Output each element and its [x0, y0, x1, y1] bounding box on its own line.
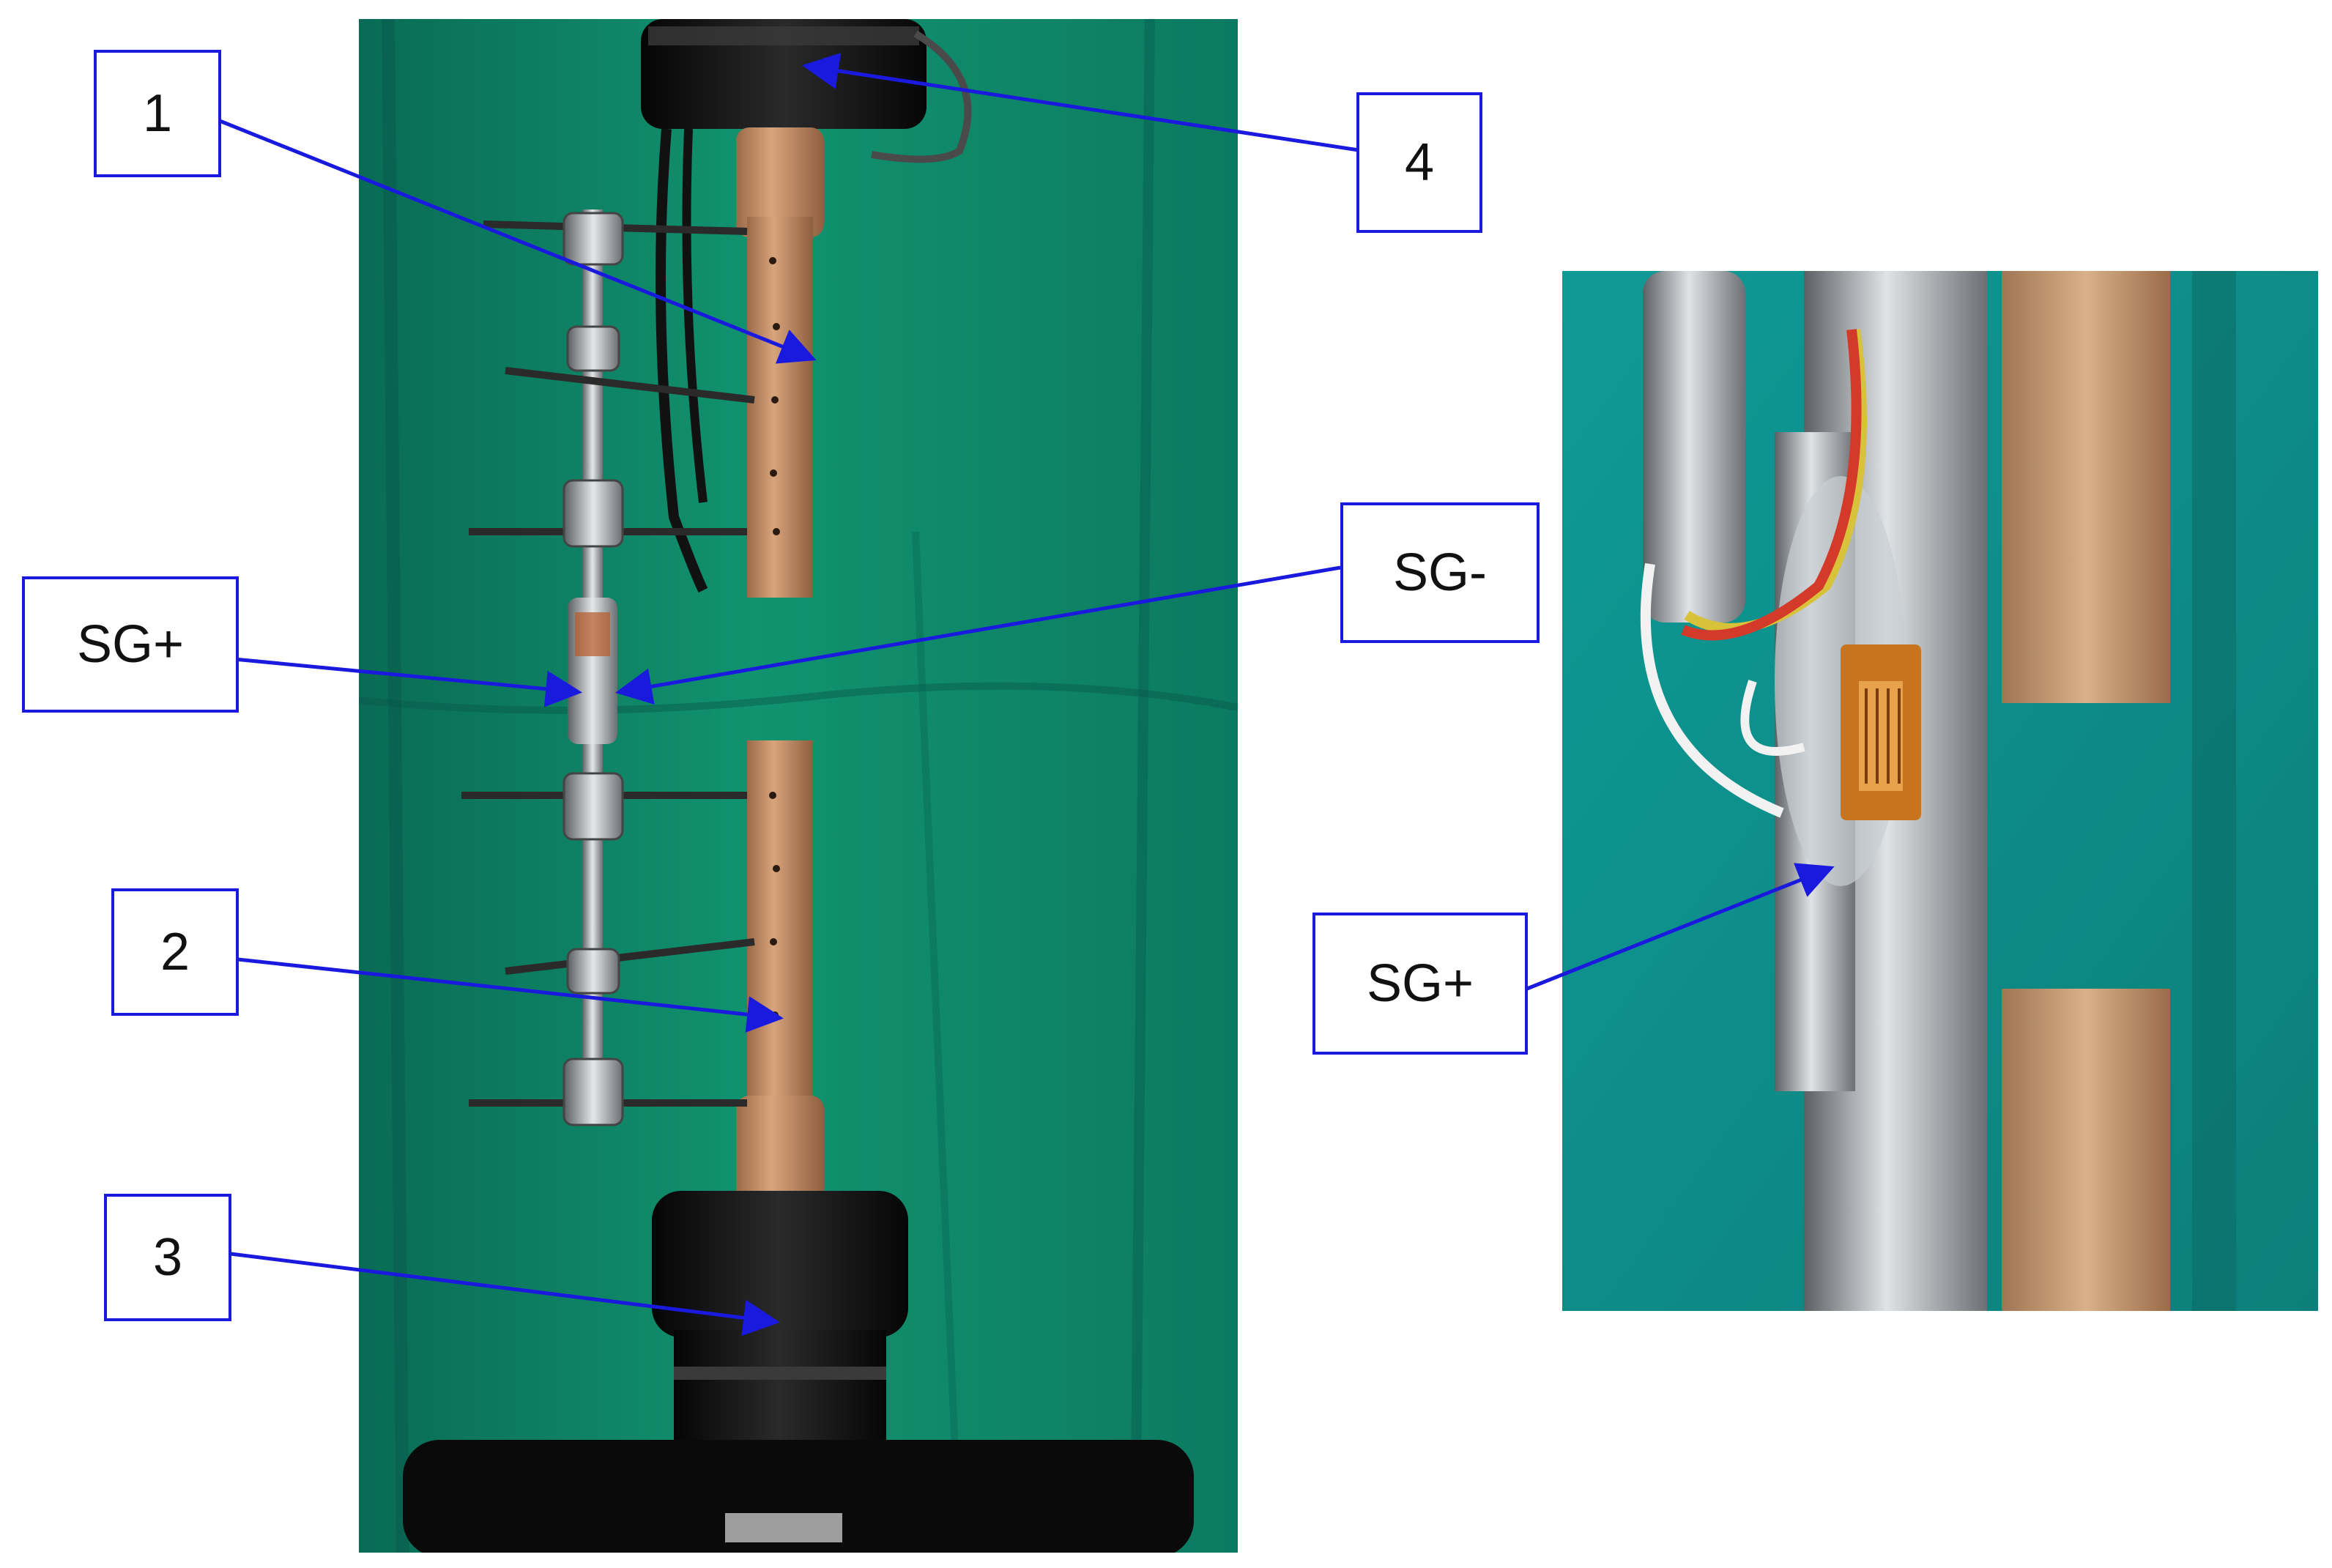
label-1: 1 [94, 50, 221, 177]
arrow-2 [237, 957, 784, 1033]
arrow-sg-plus-right [1526, 863, 1835, 991]
label-sg-minus: SG- [1340, 502, 1540, 643]
arrow-1 [219, 119, 817, 364]
label-sg-plus-right: SG+ [1312, 913, 1528, 1055]
lower-bone-model [736, 740, 824, 1205]
bottom-fixture [403, 1191, 1194, 1553]
arrow-sg-minus [615, 565, 1341, 705]
label-sg-minus-text: SG- [1392, 543, 1487, 602]
label-3: 3 [104, 1194, 231, 1321]
arrow-3 [230, 1252, 780, 1337]
top-load-cell [641, 19, 972, 163]
label-2-text: 2 [160, 923, 190, 981]
label-sg-plus-left: SG+ [22, 576, 239, 713]
test-rig-photo [359, 19, 1238, 1553]
label-1-text: 1 [142, 84, 173, 143]
label-2: 2 [111, 888, 239, 1016]
fixator-clamps [562, 212, 624, 1126]
label-4: 4 [1356, 92, 1482, 233]
strain-gauge-foil [1841, 644, 1921, 820]
upper-bone-model [736, 127, 824, 598]
arrow-sg-plus-left [234, 657, 582, 707]
label-4-text: 4 [1404, 133, 1435, 192]
arrow-4 [802, 53, 1359, 152]
label-3-text: 3 [152, 1228, 183, 1287]
label-sg-plus-left-text: SG+ [76, 615, 185, 674]
strain-gauge-closeup-photo [1562, 271, 2318, 1311]
label-sg-plus-right-text: SG+ [1366, 954, 1474, 1013]
